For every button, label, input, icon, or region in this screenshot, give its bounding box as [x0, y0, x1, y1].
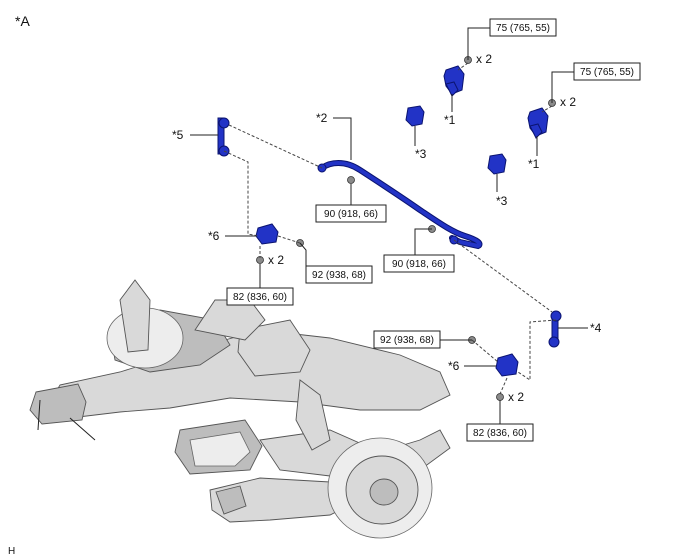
stabilizer-bushing-left [405, 105, 425, 127]
torque-spec-text: 90 (918, 66) [324, 209, 378, 220]
rear-suspension-member-assembly [29, 279, 451, 539]
part-marker: *1 [528, 157, 540, 171]
torque-box-bracket-right: 92 (938, 68) [373, 330, 441, 349]
stabilizer-link-rh [548, 310, 562, 348]
view-label: *A [15, 13, 30, 29]
link-bracket-right [495, 353, 519, 377]
stabilizer-bracket-clamp-lower [527, 107, 549, 139]
quantity-label: x 2 [560, 95, 576, 109]
torque-box-bracket-left-lower: 82 (836, 60) [226, 287, 294, 306]
part-marker: *3 [415, 147, 427, 161]
assembly-dashed-lines [223, 62, 557, 395]
torque-box-lower-clamp: 75 (765, 55) [573, 62, 641, 81]
torque-spec-text: 75 (765, 55) [580, 67, 634, 78]
stabilizer-bushing-right [487, 153, 507, 175]
quantity-label: x 2 [508, 390, 524, 404]
torque-box-bar-right: 90 (918, 66) [383, 254, 455, 273]
part-marker: *3 [496, 194, 508, 208]
footer-letter: H [8, 546, 15, 557]
torque-spec-text: 90 (918, 66) [392, 259, 446, 270]
part-marker: *6 [448, 359, 460, 373]
leader-lines [190, 27, 588, 424]
nut-bracket-right-lower [496, 393, 504, 401]
torque-spec-text: 75 (765, 55) [496, 23, 550, 34]
link-bracket-left [255, 223, 279, 245]
torque-box-bar-left: 90 (918, 66) [315, 204, 387, 223]
part-marker: *6 [208, 229, 220, 243]
nut-bar-left [347, 176, 355, 184]
torque-spec-text: 92 (938, 68) [312, 270, 366, 281]
torque-box-upper-clamp: 75 (765, 55) [489, 18, 557, 37]
part-marker: *2 [316, 111, 328, 125]
quantity-label: x 2 [268, 253, 284, 267]
torque-spec-text: 82 (836, 60) [233, 292, 287, 303]
part-marker: *1 [444, 113, 456, 127]
torque-box-bracket-right-lower: 82 (836, 60) [466, 423, 534, 442]
quantity-label: x 2 [476, 52, 492, 66]
torque-spec-text: 82 (836, 60) [473, 428, 527, 439]
part-marker: *5 [172, 128, 184, 142]
part-marker: *4 [590, 321, 602, 335]
torque-box-bracket-left: 92 (938, 68) [305, 265, 373, 284]
torque-spec-text: 92 (938, 68) [380, 335, 434, 346]
stabilizer-link-lh [217, 117, 230, 157]
stabilizer-bracket-clamp-upper [443, 65, 465, 97]
